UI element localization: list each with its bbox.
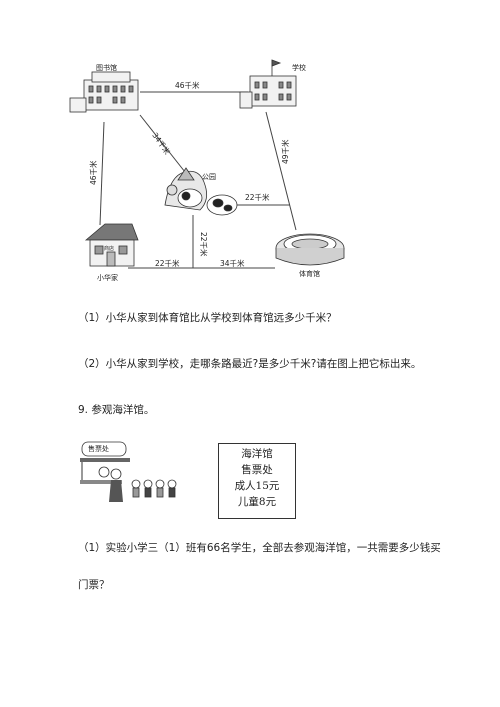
- label-library: 图书馆: [96, 63, 117, 72]
- ticket-booth-illustration: [80, 441, 177, 502]
- q9-title: 9. 参观海洋馆。: [78, 404, 155, 416]
- ticket-line-2: 售票处: [241, 464, 273, 476]
- booth-sign: 售票处: [88, 445, 109, 453]
- school-building: [239, 59, 297, 109]
- ticket-line-3: 成人15元: [234, 480, 280, 492]
- distance-park-junction: 22千米: [199, 232, 209, 257]
- home-building: [84, 223, 139, 267]
- q8-part1: （1）小华从家到体育馆比从学校到体育馆远多少千米？: [78, 312, 337, 324]
- label-park: 公园: [202, 173, 216, 181]
- label-school: 学校: [292, 63, 306, 72]
- label-stadium: 体育馆: [299, 269, 320, 278]
- distance-junction-stadium: 34千米: [220, 258, 245, 268]
- ticket-line-4: 儿童8元: [237, 496, 277, 508]
- distance-park-stadium: 22千米: [245, 192, 270, 202]
- library-building: [69, 71, 139, 113]
- label-home: 小华家: [97, 273, 118, 282]
- q8-part2: （2）小华从家到学校，走哪条路最近?是多少千米?请在图上把它标出来。: [78, 358, 422, 370]
- distance-school-stadium: 49千米: [280, 139, 290, 164]
- route-map: 图书馆 学校 公园 商店 小华家: [69, 59, 345, 282]
- q9-part1-line2: 门票？: [78, 579, 110, 591]
- distance-library-home: 46千米: [88, 160, 98, 185]
- stadium-building: [275, 233, 345, 266]
- distance-home-junction: 22千米: [155, 258, 180, 268]
- ticket-price-board: 海洋馆 售票处 成人15元 儿童8元: [218, 443, 296, 519]
- distance-library-school: 46千米: [175, 80, 200, 90]
- q9-part1-line1: （1）实验小学三（1）班有66名学生，全部去参观海洋馆，一共需要多少钱买: [78, 542, 441, 554]
- road-school-stadium: [265, 111, 297, 231]
- road-library-home: [99, 121, 105, 226]
- home-sign: 商店: [104, 245, 114, 252]
- road-library-park: [139, 114, 186, 173]
- ticket-line-1: 海洋馆: [241, 448, 273, 460]
- park-illustration: [164, 167, 238, 216]
